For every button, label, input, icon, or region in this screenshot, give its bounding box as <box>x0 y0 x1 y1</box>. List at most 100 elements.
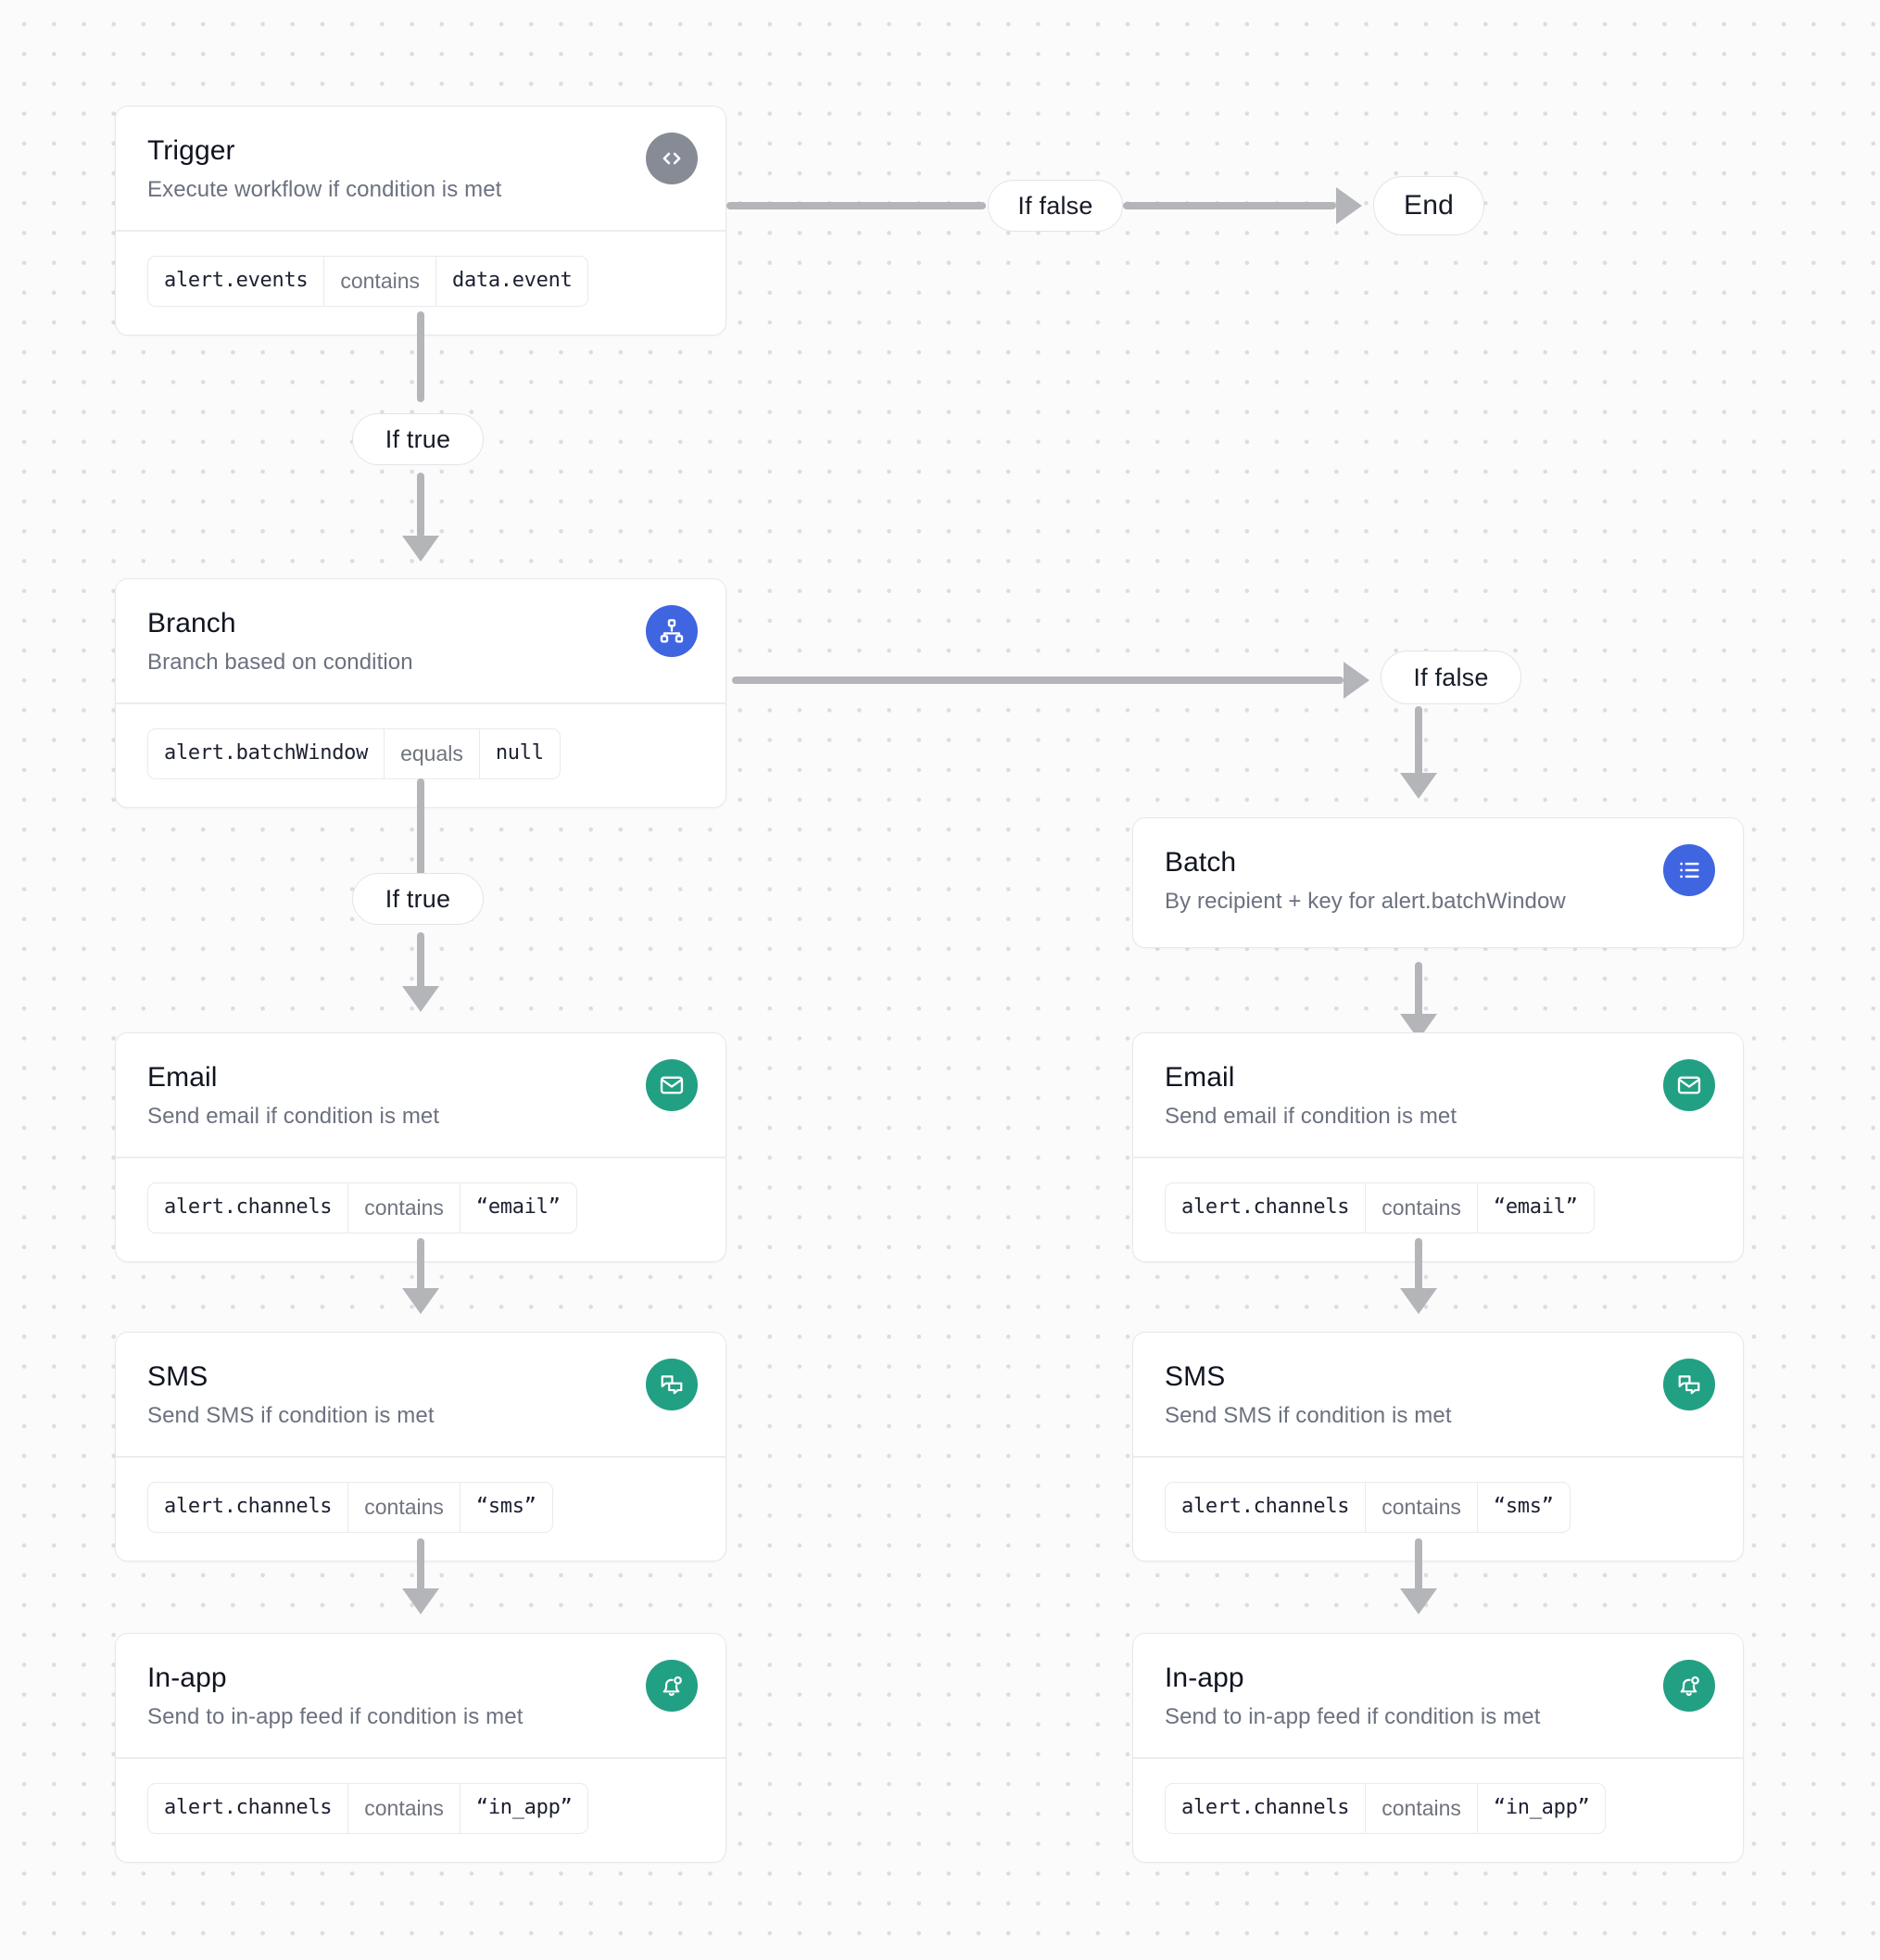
inapp-right-title: In-app <box>1165 1663 1244 1693</box>
connector-iffalse-to-end <box>1123 202 1336 209</box>
arrowhead-to-sms-left <box>402 1288 439 1314</box>
pill-branch-if-true[interactable]: If true <box>352 873 484 925</box>
arrowhead-to-inapp-left <box>402 1588 439 1614</box>
code-icon <box>646 133 698 184</box>
sms-left-condition-operator: contains <box>347 1482 461 1532</box>
inapp-left-condition[interactable]: alert.channels contains “in_app” <box>147 1782 589 1834</box>
connector-iftrue-to-email-left <box>417 932 424 990</box>
branch-subtitle: Branch based on condition <box>147 650 413 676</box>
email-left-subtitle: Send email if condition is met <box>147 1104 440 1130</box>
pill-end[interactable]: End <box>1373 176 1484 235</box>
arrowhead-branch-iffalse <box>1344 662 1369 699</box>
bell-icon <box>1663 1660 1715 1712</box>
node-card-inapp-right[interactable]: In-app Send to in-app feed if condition … <box>1132 1633 1744 1863</box>
sms-right-condition-value: “sms” <box>1493 1495 1554 1519</box>
inapp-left-subtitle: Send to in-app feed if condition is met <box>147 1704 524 1730</box>
node-card-trigger[interactable]: Trigger Execute workflow if condition is… <box>115 106 726 335</box>
inapp-right-condition[interactable]: alert.channels contains “in_app” <box>1165 1782 1607 1834</box>
email-left-condition[interactable]: alert.channels contains “email” <box>147 1182 577 1233</box>
branch-condition-field: alert.batchWindow <box>164 741 369 765</box>
sms-right-condition-operator: contains <box>1365 1482 1478 1532</box>
connector-sms-right-to-inapp-right <box>1415 1538 1422 1592</box>
inapp-left-condition-value: “in_app” <box>475 1796 573 1820</box>
email-right-card-body: alert.channels contains “email” <box>1133 1158 1743 1261</box>
batch-title: Batch <box>1165 847 1237 878</box>
branch-condition[interactable]: alert.batchWindow equals null <box>147 727 561 779</box>
inapp-right-subtitle: Send to in-app feed if condition is met <box>1165 1704 1541 1730</box>
arrowhead-to-batch <box>1400 773 1437 799</box>
batch-subtitle: By recipient + key for alert.batchWindow <box>1165 889 1566 915</box>
pill-trigger-if-false[interactable]: If false <box>988 180 1123 232</box>
inapp-right-card-body: alert.channels contains “in_app” <box>1133 1759 1743 1862</box>
email-right-card-header: Email Send email if condition is met <box>1133 1033 1743 1157</box>
sms-right-divider <box>1133 1456 1743 1458</box>
sms-left-card-header: SMS Send SMS if condition is met <box>116 1333 726 1456</box>
sms-left-condition-value: “sms” <box>475 1495 536 1519</box>
envelope-icon <box>646 1059 698 1111</box>
sms-left-divider <box>116 1456 726 1458</box>
trigger-condition[interactable]: alert.events contains data.event <box>147 255 589 307</box>
branch-divider <box>116 702 726 704</box>
connector-branch-to-iftrue <box>417 778 424 899</box>
batch-card-header: Batch By recipient + key for alert.batch… <box>1133 818 1743 947</box>
sms-left-subtitle: Send SMS if condition is met <box>147 1403 435 1429</box>
sms-right-title: SMS <box>1165 1361 1226 1392</box>
node-card-sms-left[interactable]: SMS Send SMS if condition is met alert.c… <box>115 1332 726 1562</box>
sms-right-condition-field: alert.channels <box>1181 1495 1350 1519</box>
list-icon <box>1663 844 1715 896</box>
arrowhead-to-email-left <box>402 986 439 1012</box>
trigger-card-body: alert.events contains data.event <box>116 232 726 335</box>
email-right-title: Email <box>1165 1062 1235 1093</box>
trigger-divider <box>116 230 726 232</box>
trigger-condition-field: alert.events <box>164 269 309 293</box>
connector-email-left-to-sms-left <box>417 1238 424 1292</box>
node-card-email-right[interactable]: Email Send email if condition is met ale… <box>1132 1032 1744 1262</box>
node-card-batch[interactable]: Batch By recipient + key for alert.batch… <box>1132 817 1744 949</box>
email-right-condition-value: “email” <box>1493 1195 1578 1220</box>
node-card-sms-right[interactable]: SMS Send SMS if condition is met alert.c… <box>1132 1332 1744 1562</box>
inapp-left-card-body: alert.channels contains “in_app” <box>116 1759 726 1862</box>
envelope-icon <box>1663 1059 1715 1111</box>
email-right-subtitle: Send email if condition is met <box>1165 1104 1457 1130</box>
branch-condition-operator: equals <box>384 728 480 778</box>
arrowhead-to-branch <box>402 536 439 562</box>
email-right-condition-field: alert.channels <box>1181 1195 1350 1220</box>
connector-branch-to-iffalse <box>732 677 1344 684</box>
arrowhead-to-end <box>1336 187 1362 224</box>
sms-right-card-body: alert.channels contains “sms” <box>1133 1458 1743 1561</box>
inapp-left-condition-field: alert.channels <box>164 1796 333 1820</box>
node-card-email-left[interactable]: Email Send email if condition is met ale… <box>115 1032 726 1262</box>
node-card-inapp-left[interactable]: In-app Send to in-app feed if condition … <box>115 1633 726 1863</box>
connector-iftrue-to-branch <box>417 473 424 537</box>
trigger-subtitle: Execute workflow if condition is met <box>147 177 502 203</box>
email-right-condition[interactable]: alert.channels contains “email” <box>1165 1182 1595 1233</box>
node-card-branch[interactable]: Branch Branch based on condition alert.b… <box>115 578 726 808</box>
connector-trigger-to-iffalse <box>726 202 986 209</box>
connector-email-right-to-sms-right <box>1415 1238 1422 1292</box>
inapp-left-condition-operator: contains <box>347 1783 461 1833</box>
email-left-title: Email <box>147 1062 218 1093</box>
inapp-left-divider <box>116 1757 726 1759</box>
email-left-card-header: Email Send email if condition is met <box>116 1033 726 1157</box>
pill-trigger-if-true[interactable]: If true <box>352 413 484 465</box>
connector-trigger-to-iftrue <box>417 311 424 402</box>
sms-right-card-header: SMS Send SMS if condition is met <box>1133 1333 1743 1456</box>
sms-left-card-body: alert.channels contains “sms” <box>116 1458 726 1561</box>
sms-right-condition[interactable]: alert.channels contains “sms” <box>1165 1481 1571 1533</box>
email-left-condition-operator: contains <box>347 1182 461 1233</box>
email-left-card-body: alert.channels contains “email” <box>116 1158 726 1261</box>
email-left-condition-value: “email” <box>475 1195 561 1220</box>
bell-icon <box>646 1660 698 1712</box>
inapp-right-divider <box>1133 1757 1743 1759</box>
pill-branch-if-false[interactable]: If false <box>1381 651 1521 704</box>
branch-condition-value: null <box>495 741 544 765</box>
connector-iffalse-to-batch <box>1415 706 1422 777</box>
hierarchy-icon <box>646 605 698 657</box>
email-right-condition-operator: contains <box>1365 1182 1478 1233</box>
arrowhead-to-sms-right <box>1400 1288 1437 1314</box>
sms-left-title: SMS <box>147 1361 208 1392</box>
sms-left-condition[interactable]: alert.channels contains “sms” <box>147 1481 553 1533</box>
connector-batch-to-email-right <box>1415 962 1422 1018</box>
inapp-left-card-header: In-app Send to in-app feed if condition … <box>116 1634 726 1757</box>
inapp-right-card-header: In-app Send to in-app feed if condition … <box>1133 1634 1743 1757</box>
